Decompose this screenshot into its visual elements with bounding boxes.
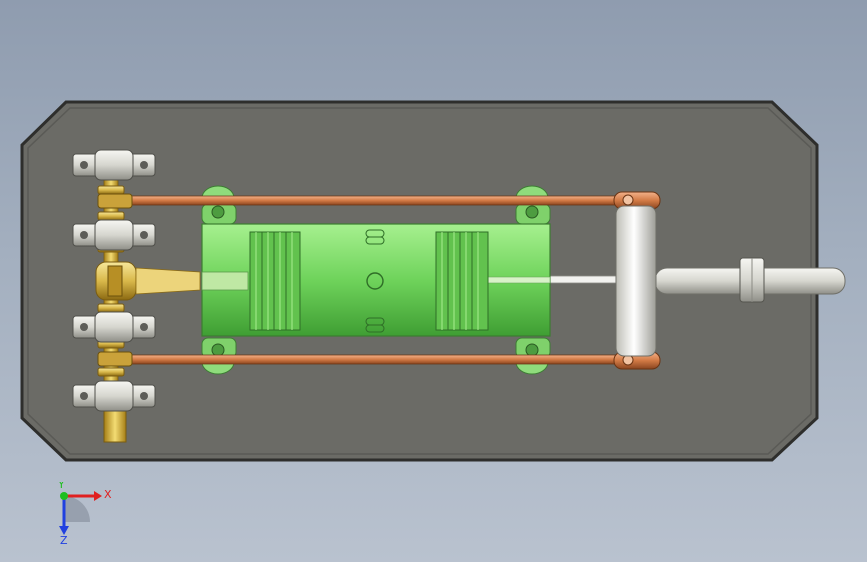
triad-x-label: X xyxy=(104,488,112,501)
triad-shadow xyxy=(64,496,90,522)
piston-fins-right xyxy=(435,231,489,331)
crosshead[interactable] xyxy=(615,205,657,357)
piston-fins-left xyxy=(249,231,301,331)
cylinder[interactable] xyxy=(201,223,551,337)
piston-rod xyxy=(547,275,619,284)
orientation-triad: X Z Y xyxy=(57,482,112,546)
triad-z-label: Z xyxy=(60,534,68,546)
base-plate-bevel xyxy=(27,107,812,455)
bearing-bracket-2[interactable] xyxy=(72,219,156,251)
bearing-bracket-3[interactable] xyxy=(72,311,156,343)
triad-y-label: Y xyxy=(57,482,65,491)
bearing-bracket-1[interactable] xyxy=(72,149,156,181)
bearing-bracket-4[interactable] xyxy=(72,380,156,412)
triad-y-axis xyxy=(60,492,68,500)
